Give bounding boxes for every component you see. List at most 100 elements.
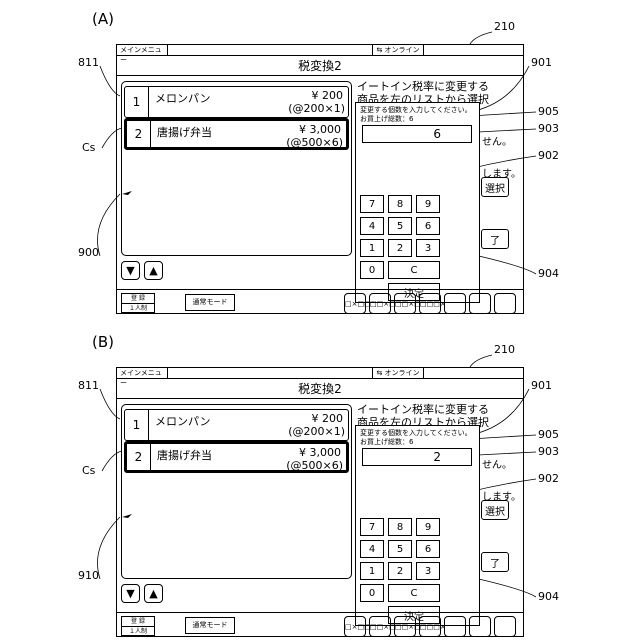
keypad-key[interactable]: 8 <box>388 195 412 213</box>
keypad-key[interactable]: 5 <box>388 540 412 558</box>
panel-label: (B) <box>92 333 114 351</box>
scroll-up-button[interactable]: ▲ <box>144 261 163 280</box>
reference-label: 901 <box>531 56 552 69</box>
reference-label: 811 <box>78 379 99 392</box>
register-status: 登 録１人制 <box>121 293 155 313</box>
status-bar-button[interactable]: □□×□ <box>394 293 416 314</box>
reference-label: 905 <box>538 428 559 441</box>
item-price: ¥ 200 <box>312 89 344 102</box>
keypad-key[interactable]: 5 <box>388 217 412 235</box>
status-bar-button[interactable] <box>444 293 466 314</box>
keypad-key[interactable]: 0 <box>360 261 384 279</box>
reference-label: 903 <box>538 122 559 135</box>
reference-label: 904 <box>538 267 559 280</box>
keypad-key[interactable]: 7 <box>360 195 384 213</box>
scroll-up-button[interactable]: ▲ <box>144 584 163 603</box>
reference-label: 811 <box>78 56 99 69</box>
reference-label: 900 <box>78 246 99 259</box>
scroll-down-button[interactable]: ▼ <box>121 584 140 603</box>
keypad-key[interactable]: 3 <box>416 239 440 257</box>
item-number: 1 <box>125 410 149 440</box>
screen-title: 税変換2 <box>117 379 523 399</box>
register-label: 登 録 <box>122 294 154 304</box>
list-item[interactable]: 2唐揚げ弁当¥ 3,000(@500×6) <box>124 118 349 150</box>
item-number: 2 <box>127 444 151 470</box>
main-menu-tab[interactable]: メインメニュー <box>118 368 168 378</box>
item-name: メロンパン <box>155 90 211 106</box>
status-bar-button[interactable]: □×□□ <box>344 616 366 637</box>
register-mode: １人制 <box>122 627 154 636</box>
keypad-key[interactable]: 3 <box>416 562 440 580</box>
pos-screen: メインメニュー ⇆ オンライン税変換2 1メロンパン¥ 200(@200×1) 2 唐揚… <box>116 367 524 637</box>
register-status: 登 録１人制 <box>121 616 155 636</box>
keypad-key[interactable]: 4 <box>360 540 384 558</box>
item-list[interactable]: 1 メロンパン ¥ 200(@200×1) 2唐揚げ弁当¥ 3,000(@500×6) <box>121 81 352 256</box>
select-button[interactable]: 選択 <box>481 500 509 520</box>
item-detail: (@500×6) <box>286 459 343 472</box>
register-label: 登 録 <box>122 617 154 627</box>
status-bar-button[interactable] <box>469 616 491 637</box>
top-bar: メインメニュー ⇆ オンライン <box>117 45 523 56</box>
quantity-dialog: 変更する個数を入力してください。 お買上げ総数：627894561230C決定 <box>355 425 480 626</box>
reference-label: 903 <box>538 445 559 458</box>
status-bar-button[interactable]: □×□□ <box>344 293 366 314</box>
keypad-key[interactable]: 9 <box>416 518 440 536</box>
status-bar-button[interactable]: □□□× <box>419 616 441 637</box>
keypad-key[interactable]: 2 <box>388 562 412 580</box>
finish-button[interactable]: 了 <box>481 229 509 249</box>
normal-mode-button[interactable]: 通常モード <box>185 294 235 311</box>
scroll-down-button[interactable]: ▼ <box>121 261 140 280</box>
pos-screen: メインメニュー⇆ オンライン税変換21メロンパン¥ 200(@200×1)2唐揚… <box>116 44 524 314</box>
reference-label: 904 <box>538 590 559 603</box>
status-bar-button[interactable]: □□□× <box>419 293 441 314</box>
item-list[interactable]: 1メロンパン¥ 200(@200×1) 2 唐揚げ弁当 ¥ 3,000(@500×6) <box>121 404 352 579</box>
quantity-field[interactable]: 6 <box>362 125 472 143</box>
keypad-key[interactable]: 4 <box>360 217 384 235</box>
item-detail: (@200×1) <box>288 102 345 115</box>
normal-mode-button[interactable]: 通常モード <box>185 617 235 634</box>
item-number: 2 <box>127 121 151 147</box>
status-bar-button[interactable]: □□×□ <box>369 293 391 314</box>
status-bar-button[interactable] <box>469 293 491 314</box>
status-bar-button[interactable]: □□×□ <box>369 616 391 637</box>
leader-line <box>470 32 492 44</box>
keypad-key[interactable]: 2 <box>388 239 412 257</box>
online-status: ⇆ オンライン <box>372 368 424 378</box>
status-bar-button[interactable] <box>494 293 516 314</box>
keypad-key[interactable]: 1 <box>360 562 384 580</box>
item-detail: (@500×6) <box>286 136 343 149</box>
item-detail: (@200×1) <box>288 425 345 438</box>
keypad-key[interactable]: 6 <box>416 540 440 558</box>
list-item[interactable]: 1 メロンパン ¥ 200(@200×1) <box>124 86 349 118</box>
item-price: ¥ 3,000 <box>299 123 341 136</box>
finish-button[interactable]: 了 <box>481 552 509 572</box>
item-name: 唐揚げ弁当 <box>157 447 212 463</box>
quantity-field[interactable]: 2 <box>362 448 472 466</box>
side-text: せん。 <box>482 133 512 148</box>
quantity-dialog: 変更する個数を入力してください。 お買上げ総数：667894561230C決定 <box>355 102 480 303</box>
main-menu-tab[interactable]: メインメニュー <box>118 45 168 55</box>
keypad-key[interactable]: 9 <box>416 195 440 213</box>
online-status: ⇆ オンライン <box>372 45 424 55</box>
keypad-key[interactable]: C <box>388 261 440 279</box>
item-price: ¥ 3,000 <box>299 446 341 459</box>
keypad-key[interactable]: 6 <box>416 217 440 235</box>
status-bar-button[interactable] <box>494 616 516 637</box>
list-item[interactable]: 2 唐揚げ弁当 ¥ 3,000(@500×6) <box>124 441 349 473</box>
keypad-key[interactable]: 0 <box>360 584 384 602</box>
item-price: ¥ 200 <box>312 412 344 425</box>
reference-label: Cs <box>82 464 95 477</box>
status-bar-button[interactable] <box>444 616 466 637</box>
item-number: 1 <box>125 87 149 117</box>
keypad-key[interactable]: 7 <box>360 518 384 536</box>
side-text: せん。 <box>482 456 512 471</box>
keypad-key[interactable]: 8 <box>388 518 412 536</box>
select-button[interactable]: 選択 <box>481 177 509 197</box>
status-bar-button[interactable]: □□×□ <box>394 616 416 637</box>
reference-label: 902 <box>538 472 559 485</box>
dialog-message: 変更する個数を入力してください。 お買上げ総数：6 <box>360 429 472 447</box>
leader-line <box>470 355 492 367</box>
keypad-key[interactable]: C <box>388 584 440 602</box>
keypad-key[interactable]: 1 <box>360 239 384 257</box>
list-item[interactable]: 1メロンパン¥ 200(@200×1) <box>124 409 349 441</box>
